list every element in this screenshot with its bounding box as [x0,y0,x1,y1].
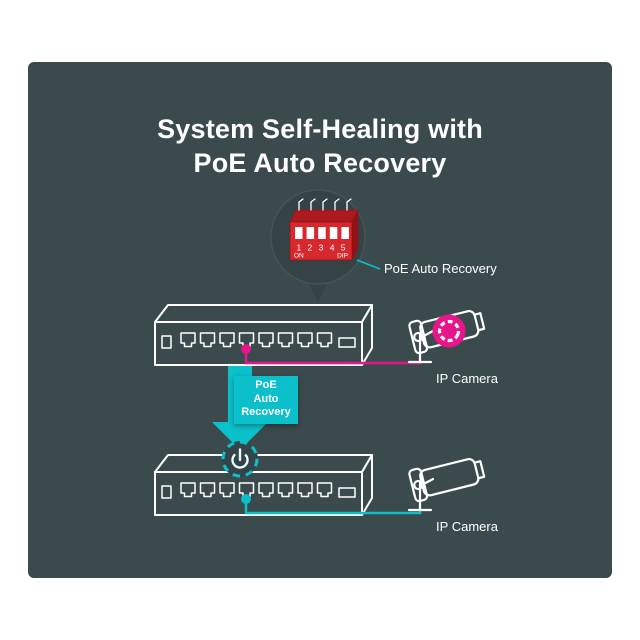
network-switch-bottom-icon [155,455,372,515]
network-switch-top-icon [155,305,372,365]
callout-label: PoE Auto Recovery [384,261,497,276]
title-line-2: PoE Auto Recovery [193,148,447,178]
dip-on-label: ON [294,253,304,260]
recovery-arrow-label: PoE Auto Recovery [234,376,298,424]
ip-camera-bottom-label: IP Camera [436,519,498,534]
title-line-1: System Self-Healing with [157,114,483,144]
poe-port-indicator-top [241,344,251,354]
recovery-arrow-label-line3: Recovery [241,406,291,418]
dip-switch-icon: 1 2 3 4 5 ON DIP [289,198,359,261]
ip-camera-top-label: IP Camera [436,371,498,386]
camera-loading-icon [432,314,466,348]
recovery-arrow-label-line2: Auto [253,392,279,405]
poe-port-indicator-bottom [241,494,251,504]
dip-numbers: 1 2 3 4 5 [296,243,347,253]
recovery-arrow-label-line1: PoE [255,379,277,391]
dip-dip-label: DIP [337,253,348,260]
page-title: System Self-Healing with PoE Auto Recove… [28,112,612,180]
callout-leader-line [356,259,381,270]
ip-camera-bottom-icon [407,452,488,512]
power-restart-icon [221,440,259,478]
